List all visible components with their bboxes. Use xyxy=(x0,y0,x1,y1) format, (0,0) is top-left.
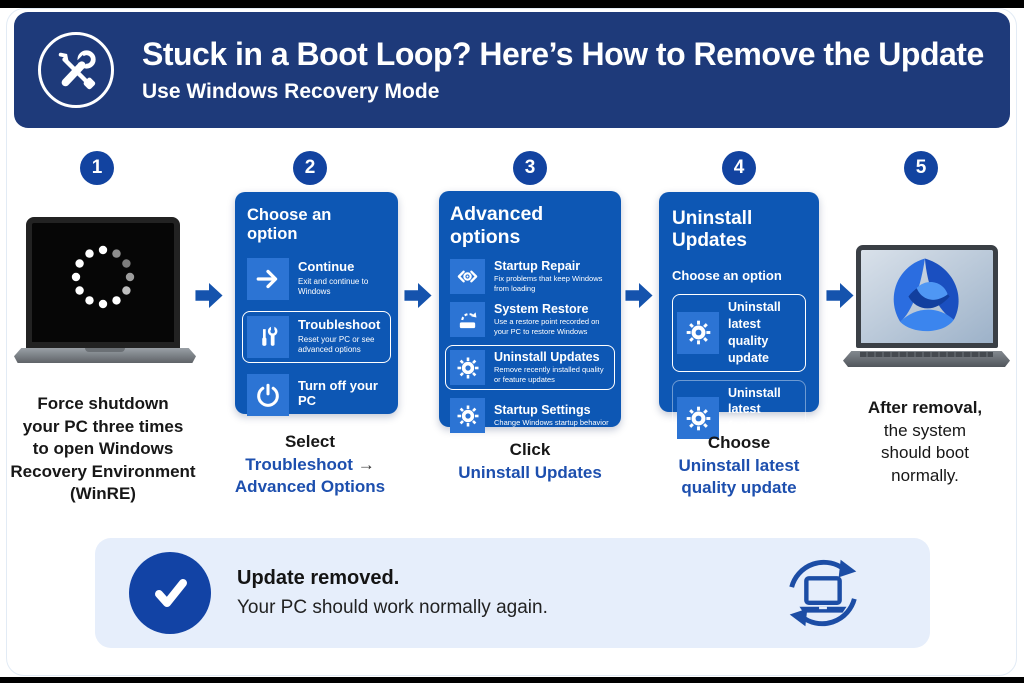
step5-caption: After removal, the system should boot no… xyxy=(867,398,983,485)
menu-item-label: System Restore xyxy=(494,302,589,317)
step4-caption: Choose Uninstall latest quality update xyxy=(678,433,800,498)
flow-arrow-icon xyxy=(195,283,223,308)
menu-item-label: Uninstall Updates xyxy=(494,350,600,365)
step2-caption: Select Troubleshoot → Advanced Options xyxy=(234,432,386,497)
step-badge-1: 1 xyxy=(80,151,114,185)
panel-title: Advanced options xyxy=(450,203,544,248)
menu-item-label: Turn off your PC xyxy=(298,378,378,408)
laptop-restart-icon xyxy=(776,546,870,640)
menu-item-startup-settings: Startup Settings Change Windows startup … xyxy=(450,398,610,433)
menu-item-sub: Use a restore point recorded on your PC … xyxy=(494,317,600,337)
step3-caption: Click Uninstall Updates xyxy=(458,440,602,482)
step-badge-5: 5 xyxy=(904,151,938,185)
gear-icon xyxy=(677,397,719,440)
menu-item-uninstall-updates: Uninstall Updates Remove recently instal… xyxy=(445,345,615,390)
menu-item-label: Uninstall latest quality update xyxy=(728,300,781,365)
menu-item-sub: Fix problems that keep Windows from load… xyxy=(494,274,603,294)
laptop-base xyxy=(843,351,1010,367)
menu-item-startup-repair: Startup Repair Fix problems that keep Wi… xyxy=(450,259,610,294)
menu-item-turn-off: Turn off your PC xyxy=(247,374,386,416)
menu-item-troubleshoot: Troubleshoot Reset your PC or see advanc… xyxy=(242,311,391,363)
menu-item-label: Startup Settings xyxy=(494,402,591,417)
menu-item-sub: Change Windows startup behavior xyxy=(494,418,609,428)
panel-title: Choose an option xyxy=(247,206,332,243)
menu-item-uninstall-feature: Uninstall latest feature update xyxy=(672,379,806,457)
step-badge-2: 2 xyxy=(293,151,327,185)
page-background: Stuck in a Boot Loop? Here’s How to Remo… xyxy=(0,8,1024,677)
result-banner: Update removed. Your PC should work norm… xyxy=(95,538,930,648)
gear-icon xyxy=(450,398,485,433)
step1-caption: Force shutdown your PC three times to op… xyxy=(10,394,196,504)
menu-item-sub: Remove recently installed quality or fea… xyxy=(494,365,604,385)
menu-item-label: Troubleshoot xyxy=(298,317,381,333)
check-icon xyxy=(129,552,211,634)
panel-subtitle: Choose an option xyxy=(672,268,782,283)
flow-arrow-icon xyxy=(625,283,653,308)
menu-item-sub: Reset your PC or see advanced options xyxy=(298,335,375,355)
step-badge-3: 3 xyxy=(513,151,547,185)
advanced-options-panel: Advanced options Startup Repair Fix prob… xyxy=(439,191,621,433)
laptop-screen-windows-bloom xyxy=(856,245,998,348)
menu-item-uninstall-quality: Uninstall latest quality update xyxy=(672,294,806,372)
tools-icon xyxy=(38,32,114,108)
menu-item-label: Continue xyxy=(298,259,355,275)
header-banner: Stuck in a Boot Loop? Here’s How to Remo… xyxy=(14,12,1010,128)
banner-title: Update removed. xyxy=(237,567,400,589)
menu-item-continue: Continue Exit and continue to Windows xyxy=(247,258,386,300)
power-icon xyxy=(247,374,289,416)
boot-loop-laptop-illustration xyxy=(14,217,196,375)
menu-item-label: Uninstall latest feature update xyxy=(728,385,781,451)
loading-spinner-icon xyxy=(71,245,135,309)
tools-icon xyxy=(247,316,289,358)
page-title: Stuck in a Boot Loop? Here’s How to Remo… xyxy=(142,36,984,72)
uninstall-updates-panel: Uninstall Updates Choose an option Unins… xyxy=(659,192,819,457)
flow-arrow-icon xyxy=(404,283,432,308)
gear-icon xyxy=(450,350,485,385)
menu-item-label: Startup Repair xyxy=(494,259,581,274)
flow-arrow-icon xyxy=(826,283,854,308)
startup-repair-icon xyxy=(450,259,485,294)
panel-title: Uninstall Updates xyxy=(672,208,753,251)
healthy-laptop-illustration xyxy=(843,245,1010,379)
gear-icon xyxy=(677,311,719,354)
page-subtitle: Use Windows Recovery Mode xyxy=(142,80,440,103)
arrow-right-icon xyxy=(247,258,289,300)
step-badge-4: 4 xyxy=(722,151,756,185)
banner-text: Your PC should work normally again. xyxy=(237,597,548,618)
system-restore-icon xyxy=(450,302,485,337)
menu-item-sub: Exit and continue to Windows xyxy=(298,277,369,297)
laptop-base xyxy=(14,348,196,363)
choose-option-panel: Choose an option Continue Exit and conti… xyxy=(235,192,398,416)
laptop-screen xyxy=(26,217,180,348)
menu-item-system-restore: System Restore Use a restore point recor… xyxy=(450,302,610,337)
